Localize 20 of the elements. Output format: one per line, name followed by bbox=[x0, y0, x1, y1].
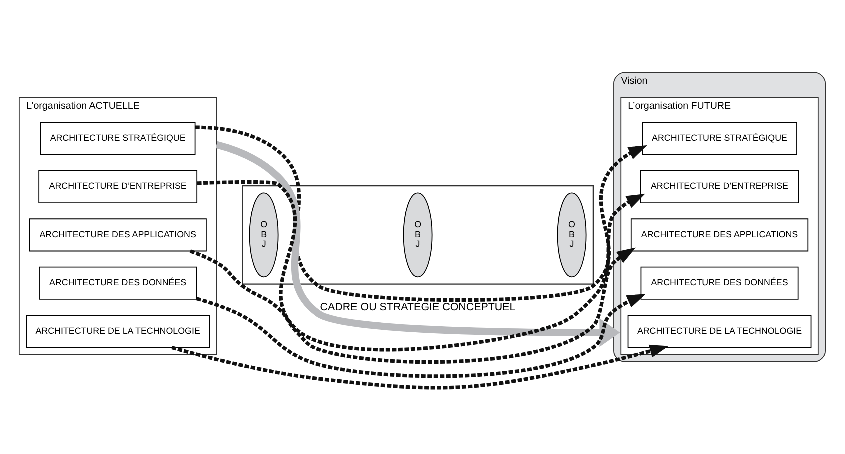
node-box: ARCHITECTURE DES APPLICATIONS bbox=[29, 218, 207, 252]
node-box: ARCHITECTURE DES DONNÉES bbox=[640, 266, 799, 300]
node-ellipse: O B J bbox=[403, 192, 433, 278]
node-ellipse: O B J bbox=[249, 192, 279, 278]
cluster bbox=[242, 186, 594, 285]
node-box: ARCHITECTURE DE LA TECHNOLOGIE bbox=[628, 315, 812, 348]
node-box: ARCHITECTURE D’ENTREPRISE bbox=[38, 170, 198, 204]
arrow bbox=[196, 294, 646, 378]
node-box: ARCHITECTURE D’ENTREPRISE bbox=[640, 170, 800, 204]
node-ellipse: O B J bbox=[557, 192, 587, 278]
arrow bbox=[195, 126, 648, 302]
edge-label: CADRE OU STRATÉGIE CONCEPTUEL bbox=[320, 302, 516, 314]
arrow bbox=[172, 344, 669, 390]
node-box: ARCHITECTURE DES APPLICATIONS bbox=[630, 218, 809, 252]
arrow bbox=[197, 180, 646, 352]
node-box: ARCHITECTURE DE LA TECHNOLOGIE bbox=[26, 315, 210, 348]
node-box: ARCHITECTURE STRATÉGIQUE bbox=[642, 122, 798, 156]
arrow bbox=[216, 141, 620, 348]
node-box: ARCHITECTURE STRATÉGIQUE bbox=[40, 122, 196, 156]
node-box: ARCHITECTURE DES DONNÉES bbox=[39, 266, 198, 300]
